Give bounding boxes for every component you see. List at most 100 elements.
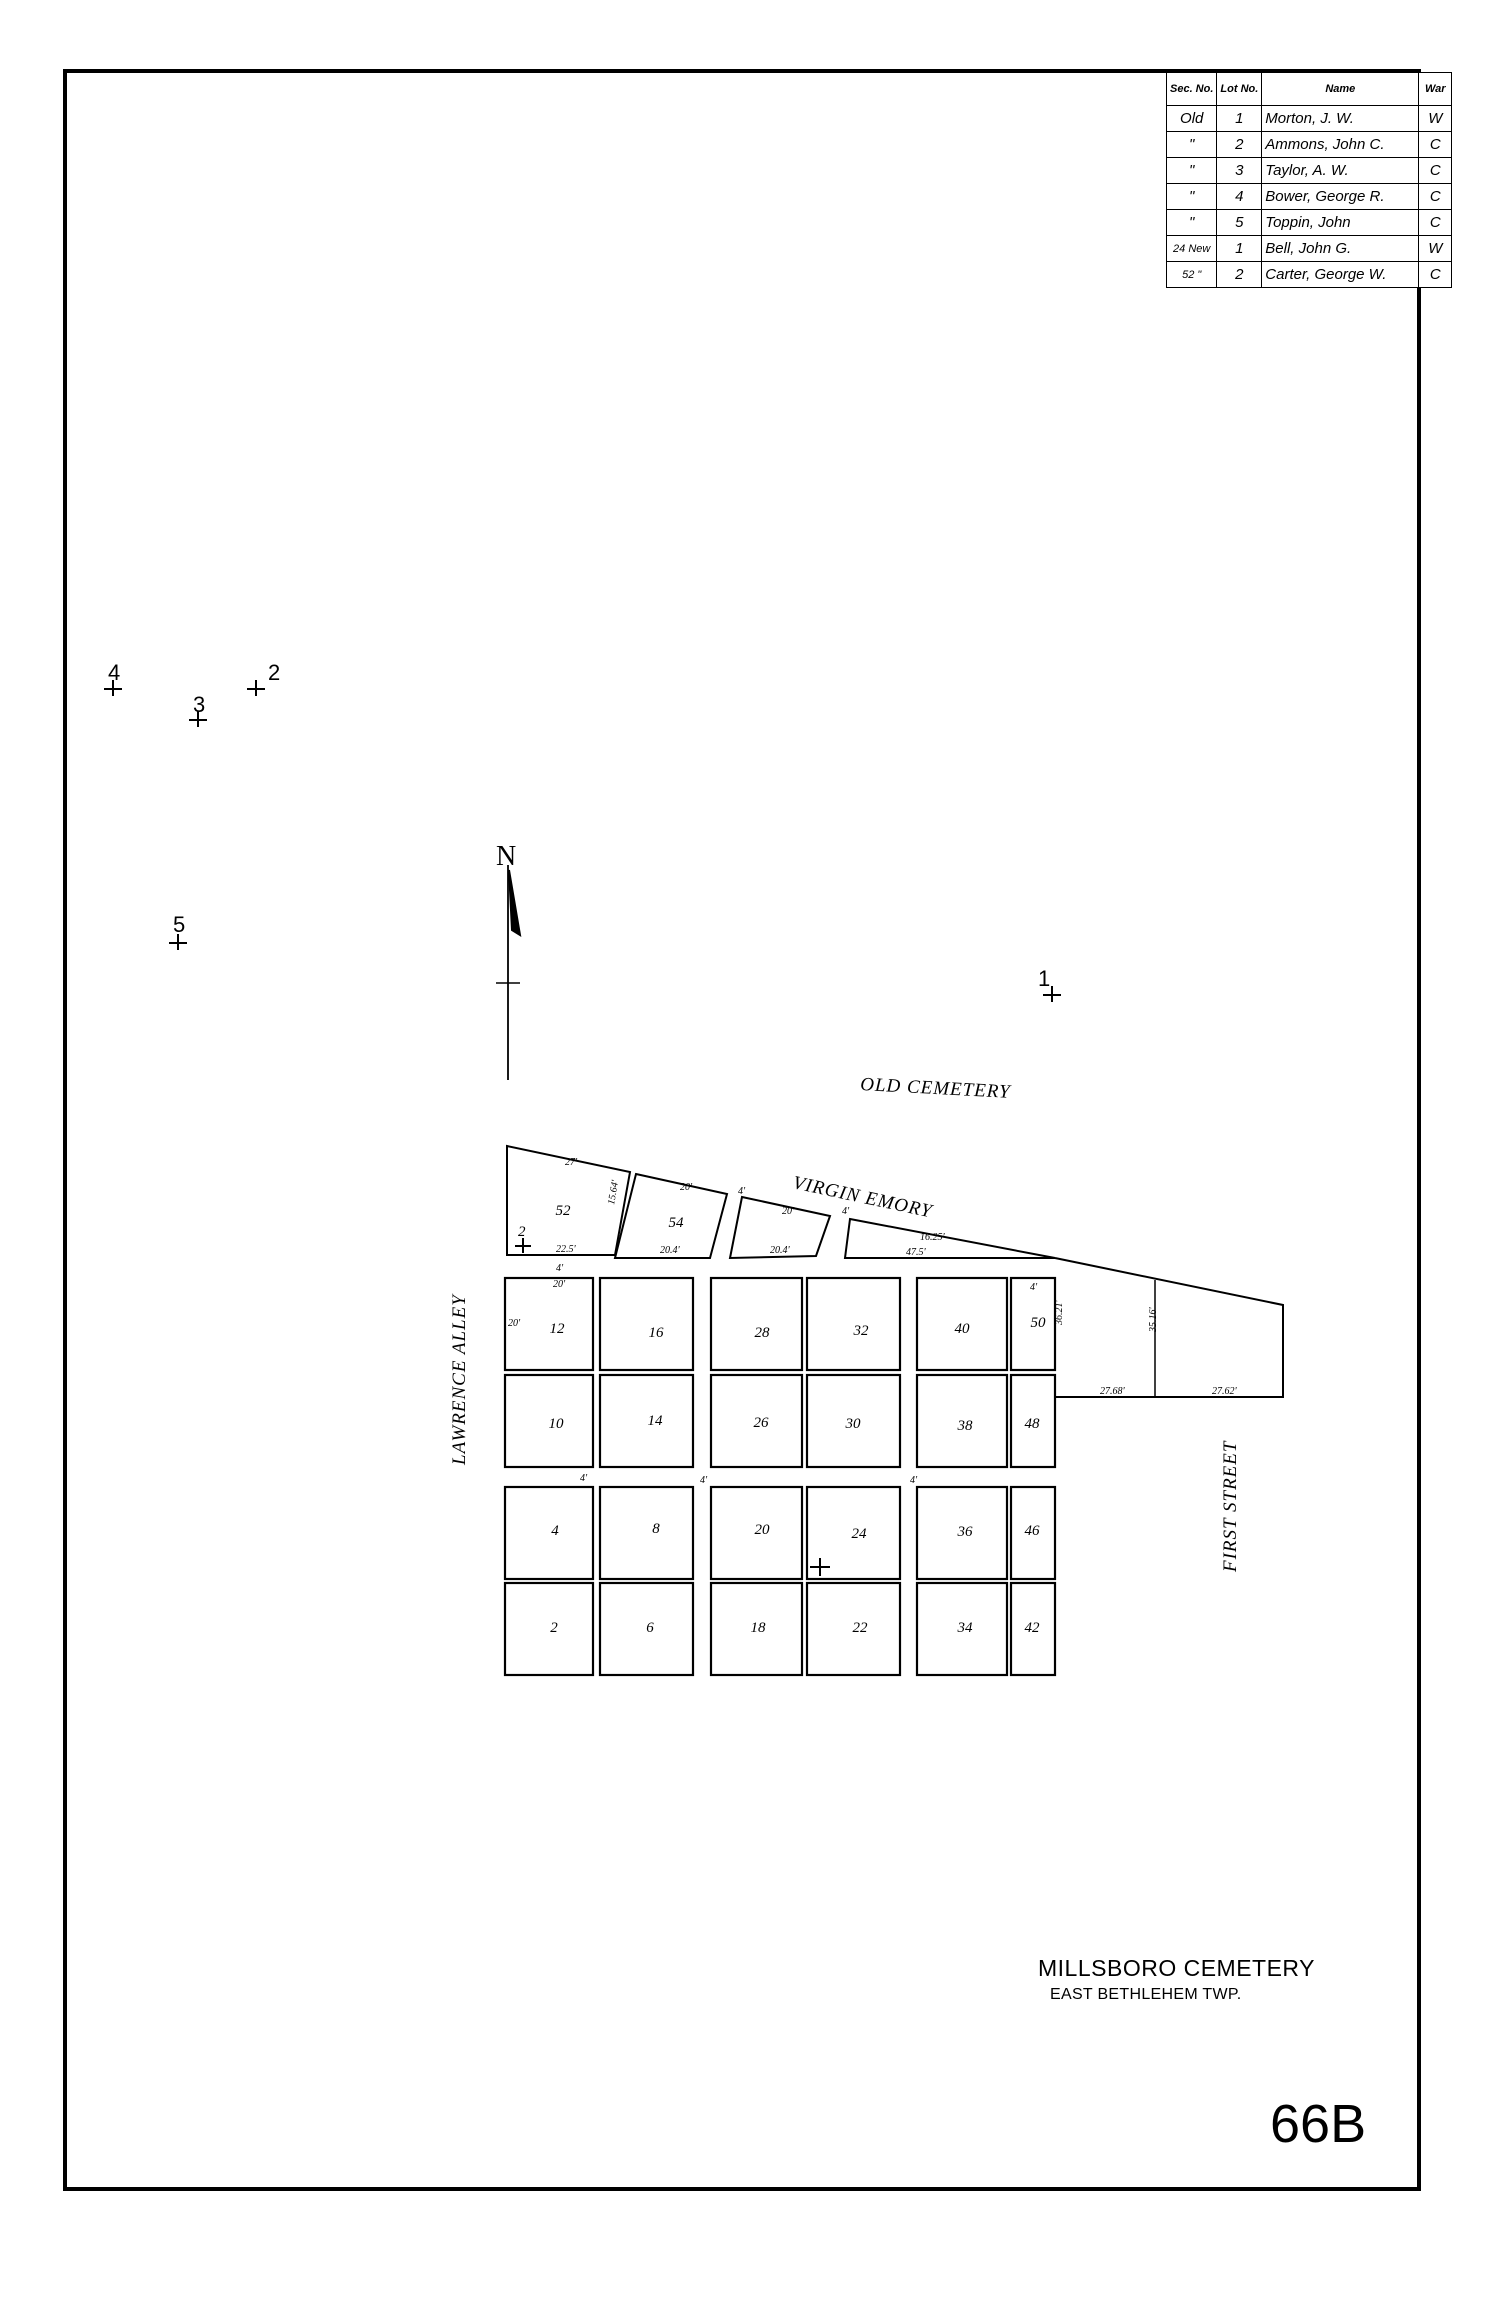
lot-number: 16	[649, 1325, 665, 1341]
dimension-label: 20'	[508, 1318, 521, 1329]
legend-cell-name: Bower, George R.	[1261, 183, 1420, 210]
dimension-label: 15.64'	[606, 1178, 621, 1205]
grave-marker-label: 4	[108, 660, 121, 685]
legend-cell-sec: 52 "	[1165, 261, 1218, 288]
grave-marker-5: 5	[173, 912, 185, 938]
legend-cell-sec: 24 New	[1165, 235, 1218, 262]
legend-header-name: Name	[1261, 72, 1420, 106]
lot-number: 6	[646, 1620, 654, 1636]
lot-number: 26	[754, 1415, 770, 1431]
cemetery-subtitle: EAST BETHLEHEM TWP.	[1050, 1986, 1242, 2003]
dimension-label: 20'	[553, 1279, 566, 1290]
lot-boundary-adjacent	[728, 1195, 832, 1260]
lot-number: 12	[550, 1321, 566, 1337]
legend-cell-war: W	[1418, 105, 1453, 132]
dimension-label: 36.21'	[1054, 1300, 1065, 1327]
legend-cell-lot: 2	[1216, 131, 1263, 158]
grave-marker-2: 2	[268, 660, 280, 686]
cemetery-title: MILLSBORO CEMETERY	[1038, 1955, 1315, 1981]
lot-number: 48	[1025, 1416, 1041, 1432]
dimension-label: 4'	[738, 1186, 746, 1197]
lot-number: 54	[669, 1215, 685, 1231]
dimension-label: 47.5'	[906, 1247, 927, 1258]
dimension-label: 35.16'	[1148, 1307, 1159, 1334]
lot-number: 18	[751, 1620, 767, 1636]
dimension-label: 20'	[782, 1206, 795, 1217]
grave-marker-label: 3	[193, 692, 206, 717]
lot-number: 38	[957, 1418, 974, 1434]
lot-number: 4	[551, 1523, 559, 1539]
legend-cell-name: Carter, George W.	[1261, 261, 1420, 288]
legend-cell-lot: 4	[1216, 183, 1263, 210]
old-cemetery-label: OLD CEMETERY	[860, 1074, 1013, 1103]
dimension-label: 22.5'	[556, 1244, 577, 1255]
virgin-emory-label: VIRGIN EMORY	[791, 1172, 936, 1222]
legend-cell-war: C	[1418, 183, 1453, 210]
lot-number: 30	[845, 1416, 862, 1432]
lot-number: 22	[853, 1620, 869, 1636]
grave-marker-4: 4	[108, 660, 120, 686]
dimension-label: 4'	[700, 1475, 708, 1486]
cross-icon	[810, 1558, 830, 1576]
dimension-label: 27'	[565, 1157, 578, 1168]
legend-cell-name: Taylor, A. W.	[1261, 157, 1420, 184]
legend-cell-name: Bell, John G.	[1261, 235, 1420, 262]
legend-header-war: War	[1418, 72, 1453, 106]
legend-cell-lot: 2	[1216, 261, 1263, 288]
sheet-number: 66B	[1270, 2094, 1367, 2154]
grave-marker-label: 1	[1038, 966, 1051, 991]
legend-cell-sec: Old	[1165, 105, 1218, 132]
grave-marker-1: 1	[1038, 966, 1050, 992]
legend-cell-war: C	[1418, 131, 1453, 158]
north-label: N	[496, 841, 516, 872]
lot-number: 28	[755, 1325, 771, 1341]
legend-cell-sec: "	[1165, 157, 1218, 184]
cross-icon	[104, 680, 122, 696]
lot-boundary-triangle	[843, 1217, 1056, 1259]
dimension-label: 27.68'	[1100, 1386, 1126, 1397]
legend-header-lot: Lot No.	[1216, 72, 1263, 106]
dimension-label: 27.62'	[1212, 1386, 1238, 1397]
lawrence-alley-label: LAWRENCE ALLEY	[449, 1293, 470, 1466]
dimension-label: 4'	[556, 1263, 564, 1274]
lot-number: 34	[957, 1620, 974, 1636]
lot-number: 46	[1025, 1523, 1041, 1539]
lot-number: 40	[955, 1321, 971, 1337]
legend-cell-name: Morton, J. W.	[1261, 105, 1420, 132]
dimension-label: 4'	[580, 1473, 588, 1484]
dimension-label: 20'	[680, 1182, 693, 1193]
lot-boundary-54	[613, 1172, 729, 1259]
legend-cell-name: Ammons, John C.	[1261, 131, 1420, 158]
legend-cell-war: C	[1418, 261, 1453, 288]
dimension-label: 20.4'	[770, 1245, 791, 1256]
lot-grid	[503, 1276, 1057, 1677]
legend-cell-lot: 1	[1216, 105, 1263, 132]
lot-number: 20	[755, 1522, 771, 1538]
lot-number: 36	[957, 1524, 974, 1540]
cross-icon	[247, 680, 265, 696]
lot-number: 52	[556, 1203, 572, 1219]
dimension-label: 4'	[910, 1475, 918, 1486]
cross-icon	[1043, 986, 1061, 1002]
lot-number: 14	[648, 1413, 664, 1429]
lot-marker-label: 2	[518, 1224, 526, 1240]
dimension-label: 4'	[1030, 1282, 1038, 1293]
legend-cell-war: W	[1418, 235, 1453, 262]
lot-number: 42	[1025, 1620, 1041, 1636]
lot-number: 50	[1031, 1315, 1047, 1331]
dimension-label: 4'	[842, 1206, 850, 1217]
grave-marker-3: 3	[193, 692, 205, 718]
first-street-label: FIRST STREET	[1220, 1440, 1241, 1573]
cross-icon	[189, 711, 207, 727]
dimension-label: 16.25'	[920, 1232, 946, 1243]
map-frame	[63, 69, 1421, 2191]
cross-icon	[169, 934, 187, 950]
